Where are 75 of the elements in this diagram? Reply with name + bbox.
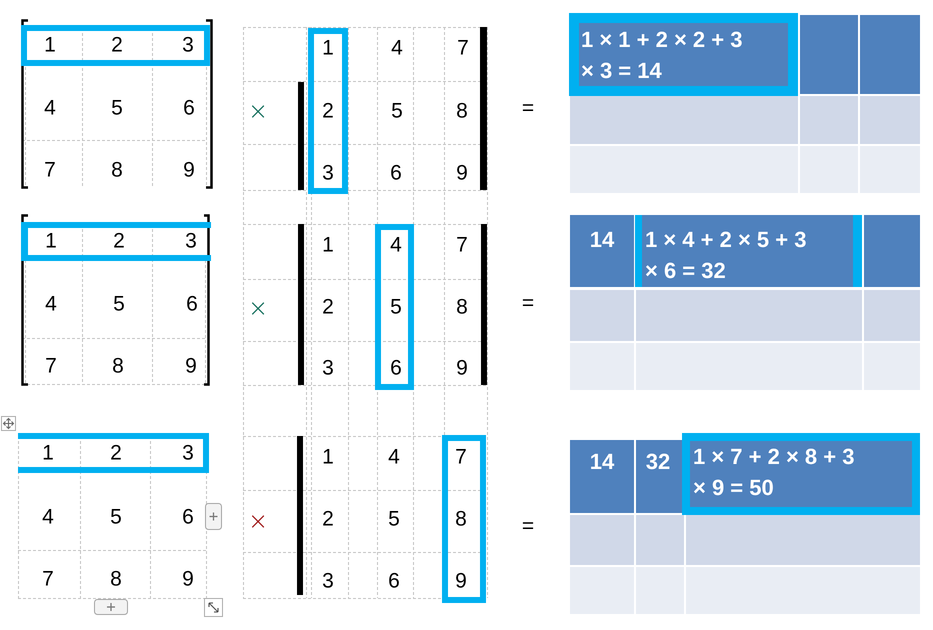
highlight-frame [442,435,486,603]
matrix-entry: 1 [45,230,57,252]
matrix-entry: 3 [182,34,194,56]
matrix-entry: 3 [322,358,334,378]
matrix-entry: 6 [390,358,402,378]
equals-sign: = [522,98,534,118]
matrix-entry: 4 [44,98,56,118]
highlighted-result-cell [569,13,798,96]
highlight-frame [308,28,348,194]
matrix-entry: 6 [388,570,400,592]
matrix-entry: 2 [322,100,334,122]
matrix-entry: 5 [111,98,123,118]
matrix-entry: 5 [391,100,403,122]
matrix-entry: 2 [110,442,122,464]
matrix-entry: 4 [388,446,400,468]
matrix-entry: 6 [182,506,194,528]
matrix-entry: 7 [44,160,56,180]
matrix-entry: 5 [388,508,400,530]
matrix-entry: 3 [322,162,334,184]
matrix-entry: 2 [113,230,125,252]
matrix-entry: 5 [113,294,125,314]
matrix-entry: 2 [322,508,334,530]
matrix-entry: 1 [322,234,334,256]
multiply-sign: × [248,509,268,533]
matrix-entry: 7 [456,234,468,256]
formula-text: 1 × 7 + 2 × 8 + 3 × 9 = 50 [693,443,856,502]
matrix-entry: 9 [182,568,194,590]
formula-text: 1 × 1 + 2 × 2 + 3 × 3 = 14 [581,26,744,85]
matrix-entry: 1 [44,34,56,56]
matrix-entry: 1 [322,38,334,58]
matrix-entry: 1 [322,446,334,468]
matrix-entry: 8 [455,508,467,530]
matrix-entry: 9 [185,356,197,376]
matrix-entry: 2 [111,34,123,56]
matrix-entry: 8 [456,296,468,318]
result-value: 14 [590,451,614,473]
matrix-entry: 2 [322,296,334,318]
multiply-sign: × [248,99,268,123]
matrix-entry: 8 [456,100,468,122]
matrix-entry: 3 [182,442,194,464]
matrix-entry: 6 [390,162,402,184]
highlight-frame [375,224,414,390]
matrix-entry: 4 [45,294,57,314]
highlighted-result-cell [635,215,862,287]
highlight-frame [18,433,209,473]
matrix-entry: 6 [183,98,195,118]
highlight-frame [21,222,211,261]
formula-text: 1 × 4 + 2 × 5 + 3 × 6 = 32 [645,226,808,285]
result-value: 32 [646,451,670,473]
matrix-entry: 1 [42,442,54,464]
matrix-entry: 9 [455,570,467,592]
matrix-entry: 3 [185,230,197,252]
result-value: 14 [590,229,614,251]
matrix-entry: 9 [456,358,468,378]
equals-sign: = [522,516,534,536]
matrix-entry: 8 [112,356,124,376]
matrix-entry: 7 [457,38,469,58]
multiply-sign: × [248,296,268,320]
matrix-entry: 5 [110,506,122,528]
matrix-entry: 4 [390,234,402,256]
equals-sign: = [522,292,534,314]
highlight-frame [21,25,210,66]
highlighted-result-cell [682,433,920,515]
matrix-entry: 9 [456,162,468,184]
matrix-entry: 4 [42,506,54,528]
matrix-entry: 9 [183,160,195,180]
matrix-entry: 7 [42,568,54,590]
matrix-entry: 6 [186,294,198,314]
matrix-entry: 8 [110,568,122,590]
matrix-entry: 7 [45,356,57,376]
matrix-entry: 3 [322,570,334,592]
matrix-entry: 8 [111,160,123,180]
matrix-entry: 5 [390,296,402,318]
matrix-entry: 4 [391,38,403,58]
matrix-entry: 7 [455,446,467,468]
